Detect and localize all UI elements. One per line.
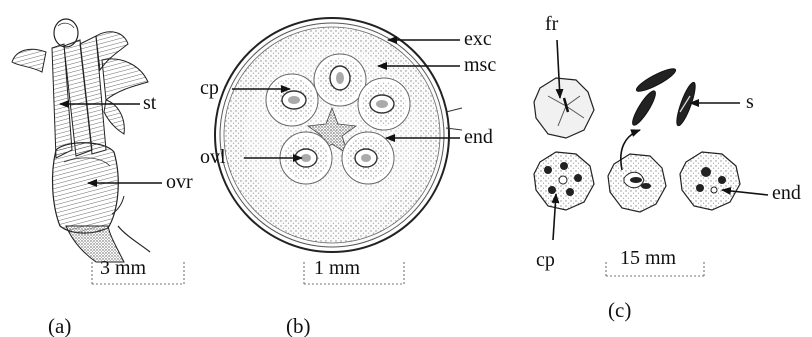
seed-2 — [629, 88, 659, 127]
petal-left — [12, 49, 46, 72]
ovary — [53, 143, 119, 233]
panel-b-illustration — [215, 18, 462, 286]
label-cp-c: cp — [536, 250, 555, 270]
seed-3 — [673, 81, 698, 128]
scale-label-c: 15 mm — [620, 248, 676, 268]
petal-right-3 — [104, 100, 124, 134]
carpel-bottom-right — [342, 132, 394, 184]
carpel-left — [266, 74, 318, 126]
label-ovl: ovl — [200, 147, 226, 167]
carpel-right — [358, 78, 410, 130]
label-ovr: ovr — [166, 172, 193, 192]
caption-b: (b) — [286, 316, 311, 336]
panel-a-illustration — [12, 19, 184, 286]
label-end: end — [464, 127, 493, 147]
panel-c-illustration — [534, 40, 768, 278]
label-fr: fr — [545, 14, 558, 34]
fruit-section-3 — [680, 152, 740, 210]
scale-label-b: 1 mm — [314, 258, 360, 278]
petal-right-2 — [102, 59, 148, 100]
label-s: s — [746, 92, 754, 112]
caption-c: (c) — [608, 300, 631, 320]
label-st: st — [143, 93, 156, 113]
scale-label-a: 3 mm — [100, 258, 146, 278]
label-cp: cp — [200, 78, 219, 98]
label-end-c: end — [772, 183, 801, 203]
fruit-whole — [534, 78, 594, 138]
label-msc: msc — [464, 55, 496, 75]
caption-a: (a) — [48, 316, 71, 336]
label-exc: exc — [464, 29, 492, 49]
seed-1 — [634, 65, 678, 94]
